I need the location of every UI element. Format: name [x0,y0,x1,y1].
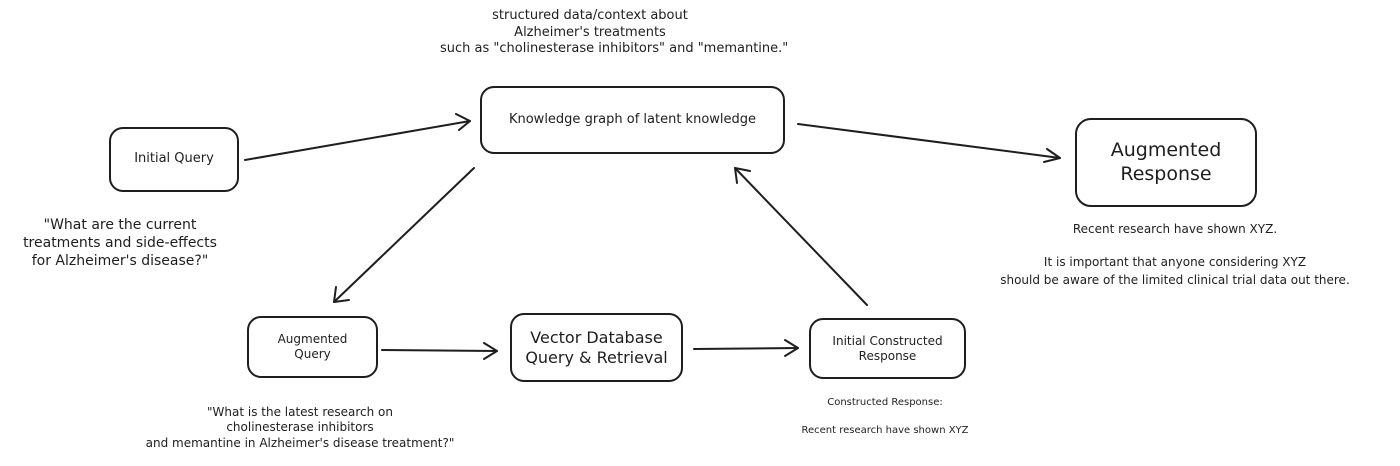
user-question-note: "What are the current treatments and sid… [0,217,240,271]
augmented-response-node: Augmented Response [1075,118,1257,207]
final-response-line-3: It is important that anyone considering … [1043,255,1307,270]
arrow-augmented-query-to-vector-db [381,342,498,360]
augmented-query-label-line-2: Query [294,347,331,361]
final-response-note: Recent research have shown XYZ. It is im… [955,221,1395,289]
arrow-knowledge-graph-to-augmented-query [333,167,475,303]
constructed-response-line-3: Recent research have shown XYZ [801,425,969,436]
initial-query-label: Initial Query [134,151,214,167]
arrow-constructed-response-to-knowledge-graph [734,167,868,306]
vector-database-label-line-1: Vector Database [530,327,663,347]
augmented-question-line-3: and memantine in Alzheimer's disease tre… [145,435,455,450]
knowledge-graph-node: Knowledge graph of latent knowledge [480,86,785,154]
augmented-question-line-1: "What is the latest research on [207,405,393,419]
initial-constructed-response-node: Initial Constructed Response [809,318,966,379]
user-question-line-1: "What are the current [43,217,197,233]
augmented-question-note: "What is the latest research on cholines… [120,405,480,451]
final-response-line-4: should be aware of the limited clinical … [1000,272,1350,287]
vector-database-label-line-2: Query & Retrieval [525,347,668,367]
constructed-response-note: Constructed Response: Recent research ha… [770,396,1000,438]
vector-database-node: Vector Database Query & Retrieval [510,313,683,382]
augmented-response-label-line-1: Augmented [1110,138,1222,161]
constructed-response-spacer [770,410,1000,424]
user-question-line-2: treatments and side-effects [23,234,217,251]
final-response-spacer [955,238,1395,254]
augmented-question-line-2: cholinesterase inhibitors [226,420,374,435]
augmented-query-label-line-1: Augmented [277,332,348,346]
initial-query-node: Initial Query [109,127,239,192]
kg-context-note: structured data/context about Alzheimer'… [440,8,789,58]
user-question-line-3: for Alzheimer's disease?" [31,252,209,269]
kg-context-line-3: such as "cholinesterase inhibitors" and … [440,41,789,57]
final-response-line-1: Recent research have shown XYZ. [1072,222,1278,236]
augmented-query-node: Augmented Query [247,316,378,378]
initial-constructed-response-label-line-1: Initial Constructed [832,333,943,348]
arrow-vector-db-to-constructed-response [693,339,799,357]
augmented-response-label-line-2: Response [1120,162,1212,185]
constructed-response-line-1: Constructed Response: [827,397,943,408]
arrow-initial-query-to-knowledge-graph [244,113,471,161]
initial-constructed-response-label-line-2: Response [858,348,917,363]
knowledge-graph-label: Knowledge graph of latent knowledge [508,111,757,127]
kg-context-line-2: Alzheimer's treatments [514,24,666,40]
arrow-knowledge-graph-to-augmented-response [797,123,1061,163]
kg-context-line-1: structured data/context about [492,8,688,23]
